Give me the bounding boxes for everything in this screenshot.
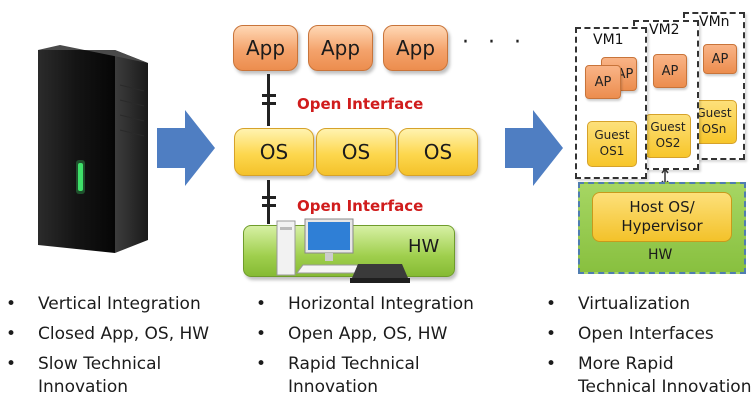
- os-box: OS: [234, 128, 314, 176]
- bullet-list-vertical: Vertical Integration Closed App, OS, HW …: [0, 293, 250, 404]
- open-interface-label: Open Interface: [297, 197, 424, 215]
- interface-connector: [262, 74, 276, 126]
- os-label: OS: [423, 140, 453, 164]
- bullet-item: Open App, OS, HW: [250, 323, 520, 346]
- ap-label: AP: [661, 63, 679, 79]
- os-box: OS: [316, 128, 396, 176]
- guest-os-label-line2: OSn: [701, 122, 727, 136]
- desktop-computer-icon: [276, 218, 364, 276]
- right-arrow-icon: [157, 110, 215, 186]
- bullet-text: Rapid Technical: [288, 354, 420, 374]
- guest-os-label-line2: OS1: [599, 144, 625, 158]
- ellipsis: · · ·: [462, 30, 527, 55]
- interface-connector: [262, 180, 276, 224]
- vm-label: VM2: [649, 22, 680, 38]
- bullet-text: Open App, OS, HW: [288, 324, 448, 344]
- app-label: App: [320, 36, 361, 60]
- app-box: App: [383, 25, 448, 71]
- os-label: OS: [259, 140, 289, 164]
- bullet-list-virtualization: Virtualization Open Interfaces More Rapi…: [540, 293, 754, 404]
- hypervisor-label-line1: Host OS/: [629, 198, 695, 217]
- bullet-text: Open Interfaces: [578, 324, 714, 344]
- ap-box: AP: [653, 54, 687, 88]
- app-box: App: [308, 25, 373, 71]
- guest-os-label-line1: Guest: [650, 120, 686, 135]
- bullet-text: Horizontal Integration: [288, 294, 474, 314]
- ap-label: AP: [711, 51, 729, 67]
- ap-box: AP: [703, 44, 737, 74]
- os-box: OS: [398, 128, 478, 176]
- hw-label: HW: [648, 247, 673, 263]
- guest-os-label-line1: Guest: [696, 106, 732, 121]
- bullet-item: Virtualization: [540, 293, 754, 316]
- app-box: App: [233, 25, 298, 71]
- bullet-text: More Rapid: [578, 354, 674, 374]
- bullet-text: Vertical Integration: [38, 294, 201, 314]
- bullet-item: Horizontal Integration: [250, 293, 520, 316]
- open-interface-label: Open Interface: [297, 95, 424, 113]
- bullet-text-continued: Innovation: [38, 377, 129, 397]
- right-arrow-icon: [505, 110, 563, 186]
- bullet-item: Vertical Integration: [0, 293, 250, 316]
- vm-label: VM1: [593, 32, 624, 48]
- bullet-item: Closed App, OS, HW: [0, 323, 250, 346]
- bullet-text: Closed App, OS, HW: [38, 324, 210, 344]
- hypervisor-box: Host OS/Hypervisor: [592, 192, 732, 242]
- bullet-item: Open Interfaces: [540, 323, 754, 346]
- bullet-text-continued: Technical Innovation: [578, 377, 752, 397]
- guest-os-label-line1: Guest: [594, 128, 630, 143]
- bullet-text: Virtualization: [578, 294, 691, 314]
- vm-label: VMn: [699, 14, 730, 30]
- os-label: OS: [341, 140, 371, 164]
- laptop-icon: [350, 264, 410, 283]
- ap-box: AP: [585, 65, 621, 99]
- bullet-text-continued: Innovation: [288, 377, 379, 397]
- app-label: App: [245, 36, 286, 60]
- app-label: App: [395, 36, 436, 60]
- hypervisor-label-line2: Hypervisor: [621, 217, 703, 235]
- server-tower-icon: [38, 45, 148, 253]
- guest-os-label-line2: OS2: [655, 136, 681, 150]
- bullet-list-horizontal: Horizontal Integration Open App, OS, HW …: [250, 293, 520, 404]
- hw-label: HW: [408, 236, 440, 257]
- bullet-text: Slow Technical: [38, 354, 162, 374]
- ap-label: AP: [594, 74, 612, 90]
